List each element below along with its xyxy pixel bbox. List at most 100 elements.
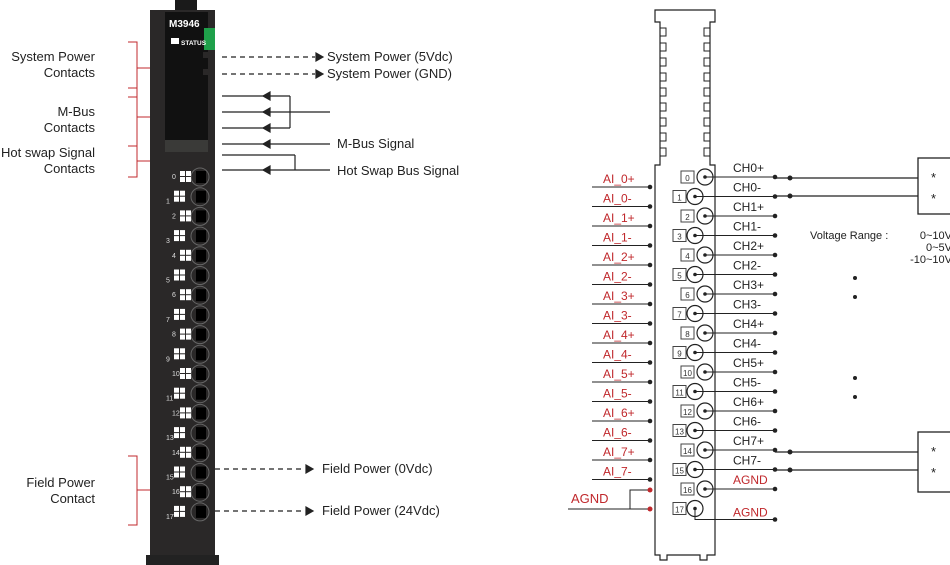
terminal-number: 1 [677,194,682,203]
terminal-number: 15 [166,475,174,482]
led-cell [174,308,179,314]
ai-label: AI_7+ [603,445,635,459]
led-cell [180,486,185,492]
channel-label: CH4- [733,337,761,351]
tab [703,132,711,142]
sensor-mark: * [931,465,936,480]
terminal-number: 7 [677,311,682,320]
terminal-number: 4 [685,252,690,261]
agnd-left-label: AGND [571,491,609,506]
contact-tab [150,504,156,510]
wiring-rows: 0CH0+1CH0-2CH1+3CH1-4CH2+5CH2-6CH3+7CH3-… [592,161,778,522]
field-power-0v-label: Field Power (0Vdc) [322,461,433,476]
terminal-hole-icon [196,171,206,183]
led-cell [180,505,185,511]
led-cell [174,433,179,439]
system-power-contacts-label-2: Contacts [44,65,96,80]
terminal-number: 0 [172,174,176,181]
tab [703,117,711,127]
ai-label: AI_0+ [603,172,635,186]
wire-end-dot [772,389,778,394]
led-cell [180,171,185,176]
terminal-number: 11 [166,396,173,403]
agnd-left-wire [568,487,653,512]
terminal-number-box [680,170,695,184]
ai-label: AI_2- [603,270,632,284]
terminal-number: 1 [166,199,170,206]
wire-end-dot [772,408,778,414]
terminal-hole-icon [196,249,206,262]
channel-label: CH1+ [733,200,764,214]
led-cell [174,314,179,320]
led-cell [180,249,185,255]
terminal-hole-icon [196,289,206,302]
led-cell [180,511,185,517]
wire-end-dot [647,360,653,365]
terminal-clamp-icon [190,502,210,522]
terminal-led-grid-icon [174,427,185,439]
led-cell [180,374,185,379]
led-cell [180,196,185,202]
terminal-block-outline [654,9,716,561]
ai-label: AI_1+ [603,211,635,225]
terminal-number: 15 [675,467,684,476]
led-cell [174,348,179,354]
mbus-signal-label: M-Bus Signal [337,136,414,151]
channel-label: CH0- [733,181,761,195]
led-cell [186,295,191,301]
field-power-contact-label-2: Contact [50,491,95,506]
channel-label: AGND [733,473,768,487]
wire-end-dot [647,477,653,482]
channel-label: CH5+ [733,356,764,370]
led-cell [186,289,191,295]
voltage-range-value: 0~5V [926,242,950,254]
led-cell [174,505,179,511]
channel-label: CH7- [733,454,761,468]
contact-tab [150,126,156,132]
terminal-number: 14 [683,447,692,456]
terminal-clamp-icon [190,266,210,285]
led-cell [180,328,185,334]
led-cell [174,196,179,202]
led-cell [180,433,185,439]
wire-end-dot [647,301,653,307]
led-cell [186,368,191,373]
terminal-number: 4 [172,253,176,260]
terminal-number: 12 [683,408,692,417]
tab [659,57,667,67]
led-cell [180,236,185,242]
ai-label: AI_5+ [603,367,635,381]
sensor-mark: * [931,444,936,459]
led-cell [174,354,179,360]
led-cell [186,492,191,498]
terminal-number: 7 [166,317,170,324]
wire-end-dot [647,438,653,443]
system-power-gnd-label: System Power (GND) [327,66,452,81]
tab [703,87,711,97]
terminal-hole-icon [196,308,206,321]
wire-end-dot [772,233,778,238]
terminal-number-box [680,326,695,340]
led-cell [174,230,179,236]
led-cell [180,348,185,354]
led-cell [180,177,185,182]
led-cell [186,374,191,379]
terminal-hole-icon [196,486,206,499]
terminal-number-box [680,209,695,223]
ai-label: AI_4- [603,348,632,362]
terminal-number: 9 [677,350,682,359]
led-cell [186,255,191,261]
tab [659,132,667,142]
terminal-clamp-icon [190,187,210,207]
channel-label: CH4+ [733,317,764,331]
terminal-number: 11 [675,389,684,398]
terminal-number: 17 [166,514,174,521]
wire-end-dot [772,330,778,336]
tab [703,42,711,52]
wire-end-dot [647,340,653,346]
led-cell [180,269,185,275]
led-cell [180,275,185,281]
terminal-number: 2 [172,213,176,220]
terminal-number-box [680,248,695,262]
